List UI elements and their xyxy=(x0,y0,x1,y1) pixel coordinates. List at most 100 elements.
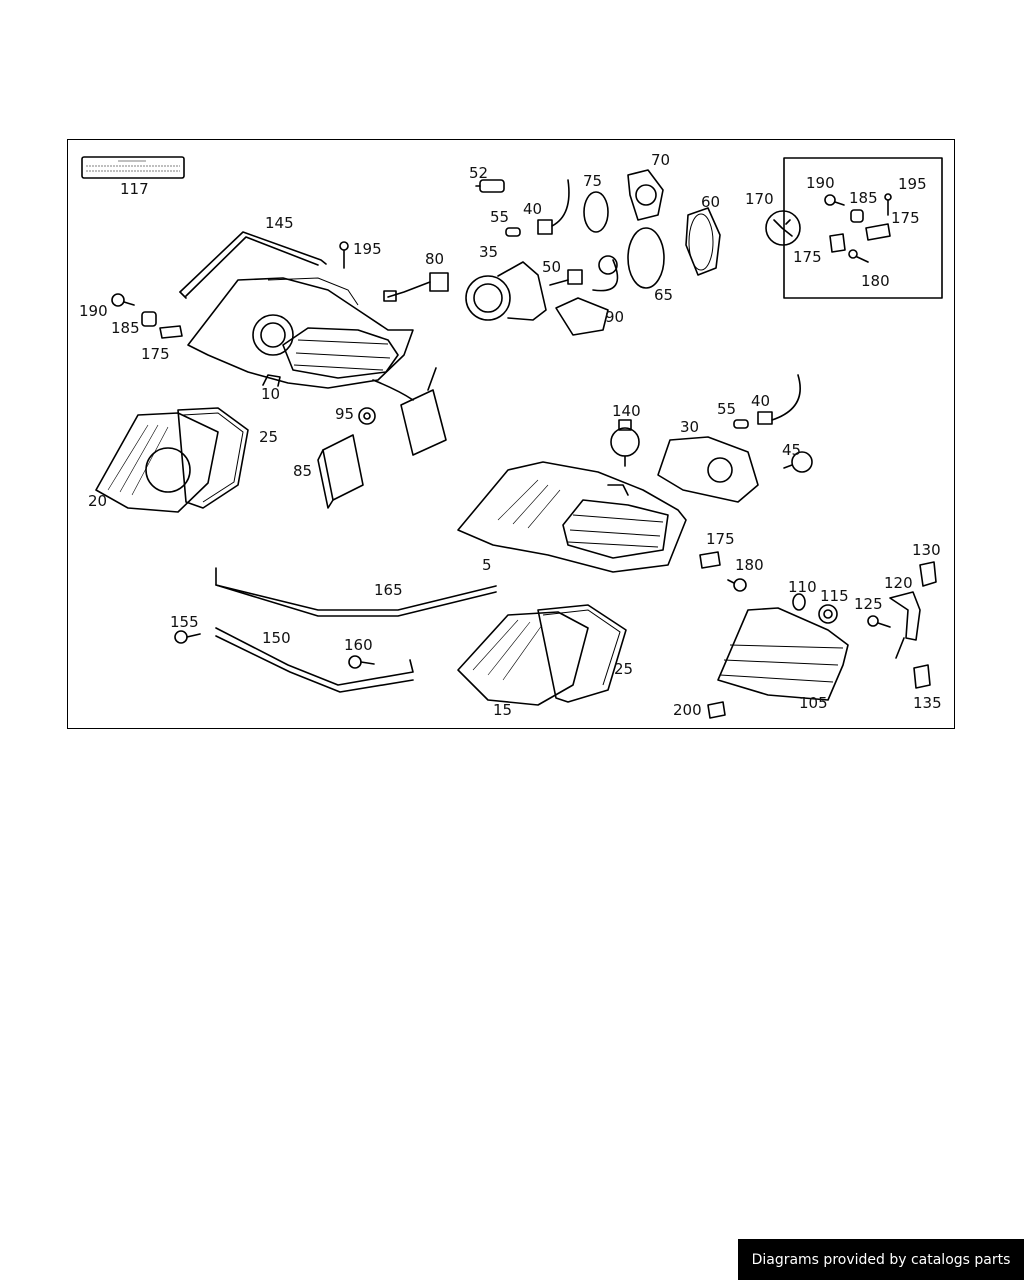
part-70-bracket xyxy=(627,169,664,221)
label-35: 35 xyxy=(479,243,498,261)
label-175-inset-a: 175 xyxy=(891,209,920,227)
part-80-connector xyxy=(383,272,449,302)
label-75: 75 xyxy=(583,172,602,190)
part-130-bracket xyxy=(919,561,937,587)
part-185-nut-inset xyxy=(850,209,864,223)
label-80: 80 xyxy=(425,250,444,268)
label-105: 105 xyxy=(799,694,828,712)
label-125: 125 xyxy=(854,595,883,613)
part-65-ring xyxy=(627,227,665,289)
label-25-right: 25 xyxy=(614,660,633,678)
label-195-inset: 195 xyxy=(898,175,927,193)
label-5: 5 xyxy=(482,556,492,574)
label-190-inset: 190 xyxy=(806,174,835,192)
part-190-bolt-left xyxy=(111,293,135,307)
part-ballast-with-cable xyxy=(372,367,447,456)
part-25-lens-seal-left xyxy=(177,407,249,509)
part-125-screw xyxy=(867,615,891,628)
label-50: 50 xyxy=(542,258,561,276)
part-185-nut-left xyxy=(141,311,157,327)
part-140-bulb xyxy=(610,419,640,467)
part-110-bulb xyxy=(792,593,806,611)
label-110: 110 xyxy=(788,578,817,596)
label-175-right: 175 xyxy=(706,530,735,548)
exploded-parts-diagram: 117 145 195 80 190 185 175 10 95 85 25 2… xyxy=(79,151,943,719)
part-20-headlamp-lens-left xyxy=(95,412,219,513)
part-15-headlamp-lens-right xyxy=(457,611,589,706)
label-60: 60 xyxy=(701,193,720,211)
part-165-trim-strip xyxy=(215,567,497,617)
label-55-upper: 55 xyxy=(490,208,509,226)
label-180-inset: 180 xyxy=(861,272,890,290)
label-185-left: 185 xyxy=(111,319,140,337)
label-195-left: 195 xyxy=(353,240,382,258)
parts-diagram-frame: 117 145 195 80 190 185 175 10 95 85 25 2… xyxy=(67,139,955,729)
part-75-o-ring xyxy=(583,191,609,233)
part-175-clip-left xyxy=(159,325,183,339)
label-40-upper: 40 xyxy=(523,200,542,218)
label-45: 45 xyxy=(782,441,801,459)
part-90-igniter xyxy=(555,255,619,336)
label-30: 30 xyxy=(680,418,699,436)
part-135-clip xyxy=(913,664,931,689)
label-20: 20 xyxy=(88,492,107,510)
label-185-inset: 185 xyxy=(849,189,878,207)
label-135: 135 xyxy=(913,694,942,712)
part-30-fog-lamp-housing xyxy=(657,436,759,503)
part-180-screw-inset xyxy=(848,249,869,263)
label-175-left: 175 xyxy=(141,345,170,363)
label-90: 90 xyxy=(605,308,624,326)
label-70: 70 xyxy=(651,151,670,169)
part-145-seal-strip xyxy=(179,231,327,299)
label-55-lower: 55 xyxy=(717,400,736,418)
part-190-bolt-inset xyxy=(824,194,845,206)
part-195-screw-left xyxy=(339,241,349,269)
part-5-headlamp-assembly xyxy=(457,461,687,573)
part-175-clip-inset-b xyxy=(829,233,846,253)
part-40-wiring-lower xyxy=(757,374,801,425)
part-200-clip xyxy=(707,701,726,719)
label-40-lower: 40 xyxy=(751,392,770,410)
label-150: 150 xyxy=(262,629,291,647)
part-175-clip-inset-a xyxy=(865,223,891,241)
part-45-bulb xyxy=(783,451,813,473)
part-60-cover xyxy=(685,207,721,276)
part-35-projector-unit xyxy=(465,261,547,321)
inset-fastener-box xyxy=(783,157,943,299)
part-180-screw-right xyxy=(727,578,747,592)
part-40-wiring-upper xyxy=(537,179,570,235)
label-95: 95 xyxy=(335,405,354,423)
part-55-bulb-lower xyxy=(733,419,749,429)
part-55-bulb-upper xyxy=(505,227,521,237)
label-175-inset-b: 175 xyxy=(793,248,822,266)
part-52-bulb-socket xyxy=(475,179,505,193)
part-117-label-plate xyxy=(81,156,185,179)
label-190-left: 190 xyxy=(79,302,108,320)
label-85: 85 xyxy=(293,462,312,480)
label-180-right: 180 xyxy=(735,556,764,574)
label-155: 155 xyxy=(170,613,199,631)
part-115-socket xyxy=(818,604,838,624)
part-85-control-module xyxy=(317,434,364,509)
label-200: 200 xyxy=(673,701,702,719)
label-140: 140 xyxy=(612,402,641,420)
label-160: 160 xyxy=(344,636,373,654)
part-195-screw-inset xyxy=(884,193,892,216)
label-165: 165 xyxy=(374,581,403,599)
label-145: 145 xyxy=(265,214,294,232)
part-105-side-lamp xyxy=(717,607,849,701)
part-50-xenon-bulb xyxy=(549,269,583,286)
label-117: 117 xyxy=(120,180,149,198)
label-15: 15 xyxy=(493,701,512,719)
label-52: 52 xyxy=(469,164,488,182)
label-130: 130 xyxy=(912,541,941,559)
label-25-left: 25 xyxy=(259,428,278,446)
wrench-icon-170 xyxy=(765,210,801,246)
part-95-grommet xyxy=(358,407,376,425)
label-65: 65 xyxy=(654,286,673,304)
part-155-screw xyxy=(174,630,201,644)
label-170: 170 xyxy=(745,190,774,208)
part-160-screw xyxy=(348,655,375,669)
part-120-wiring-bracket xyxy=(889,591,921,659)
label-115: 115 xyxy=(820,587,849,605)
